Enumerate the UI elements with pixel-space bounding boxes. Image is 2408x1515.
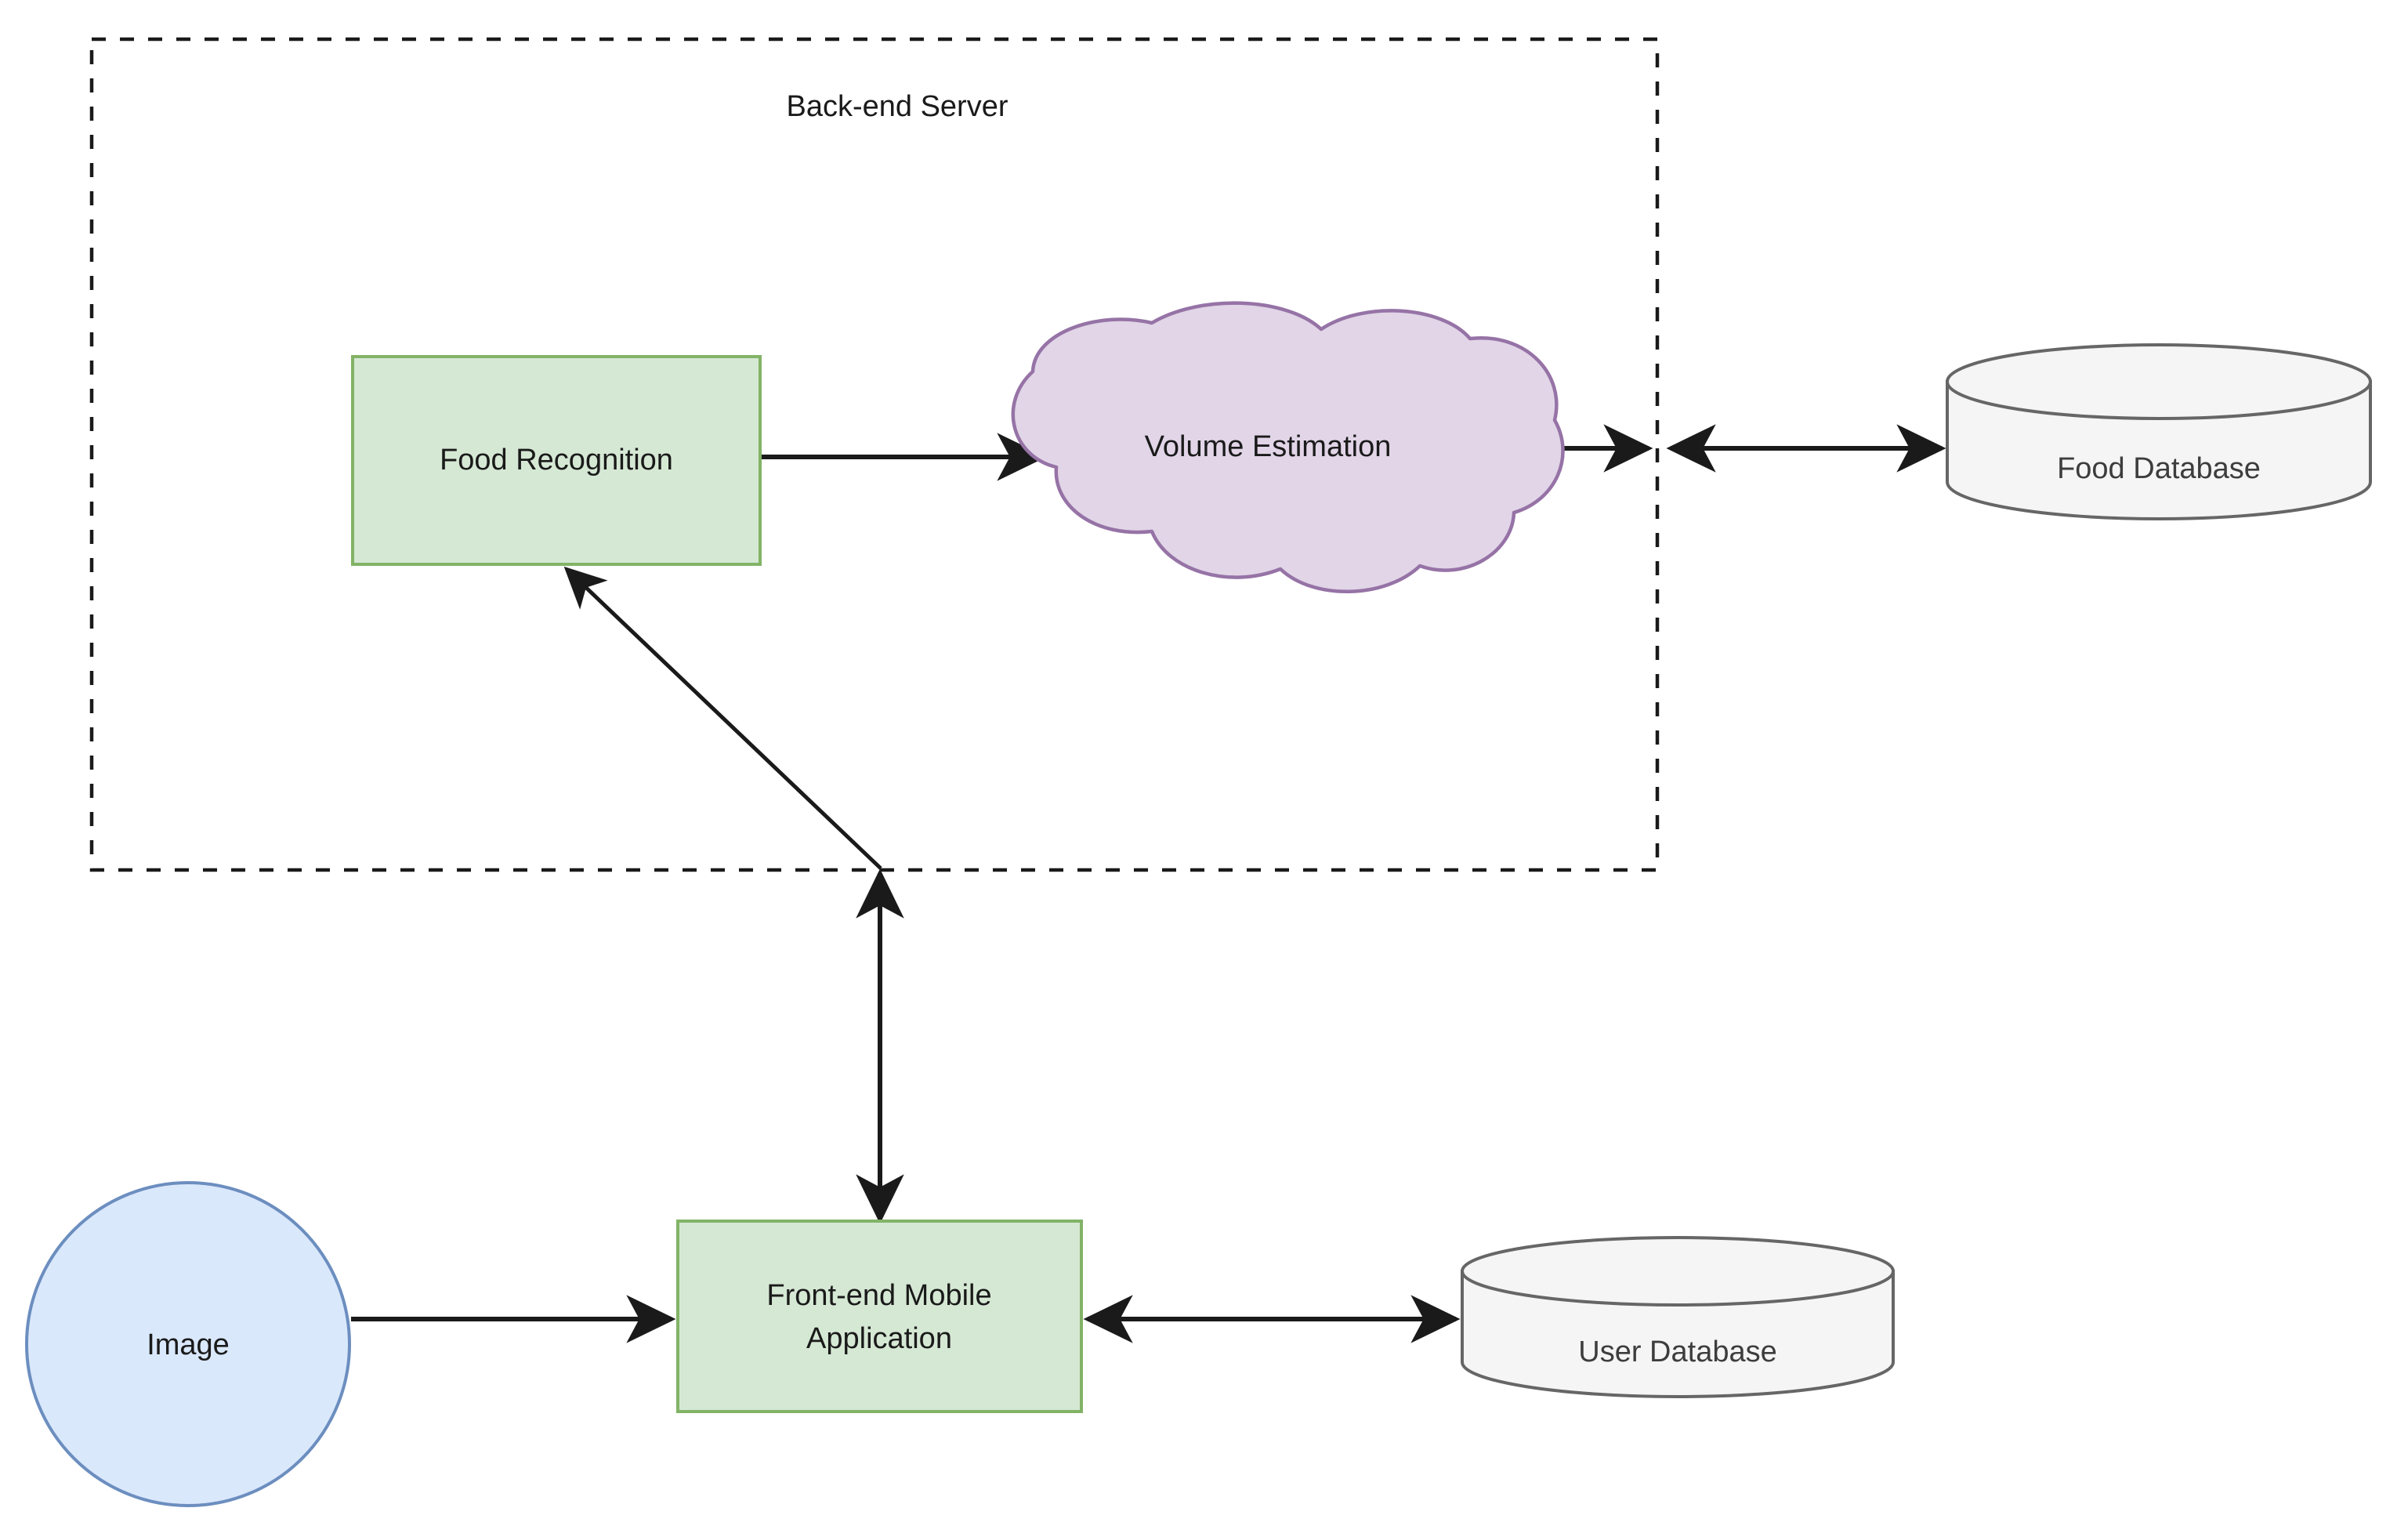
edge-line[interactable] <box>563 566 882 870</box>
food-recognition-box[interactable] <box>351 355 762 566</box>
backend-server-label: Back-end Server <box>786 90 1008 123</box>
front-end-mobile-application-label-line1: Front-end Mobile <box>766 1279 991 1312</box>
food-database-body[interactable] <box>1946 380 2372 521</box>
user-database-top[interactable] <box>1461 1236 1895 1307</box>
node-food-recognition[interactable]: Food Recognition <box>351 355 762 566</box>
user-database-body[interactable] <box>1461 1270 1895 1399</box>
front-end-mobile-application-label-line2: Application <box>806 1322 952 1355</box>
node-user-database[interactable]: User Database <box>1461 1236 1895 1399</box>
user-database-label: User Database <box>1578 1336 1776 1368</box>
node-volume-estimation[interactable]: Volume Estimation <box>1011 301 1565 594</box>
image-label: Image <box>147 1328 230 1361</box>
volume-estimation-cloud[interactable] <box>1011 301 1565 594</box>
food-recognition-label: Food Recognition <box>440 444 673 477</box>
node-food-database[interactable]: Food Database <box>1946 343 2372 521</box>
front-end-mobile-application-box[interactable] <box>676 1220 1083 1413</box>
food-database-top[interactable] <box>1946 343 2372 420</box>
group-backend-server[interactable]: Back-end Server <box>89 37 1660 872</box>
food-database-label: Food Database <box>2057 452 2261 485</box>
node-front-end-mobile-application[interactable]: Front-end Mobile Application <box>676 1220 1083 1413</box>
node-image[interactable]: Image <box>25 1181 351 1507</box>
volume-estimation-label: Volume Estimation <box>1145 430 1392 463</box>
edge-front-end-to-food-recognition[interactable] <box>563 566 882 870</box>
backend-server-boundary[interactable] <box>89 37 1660 872</box>
image-circle[interactable] <box>25 1181 351 1507</box>
